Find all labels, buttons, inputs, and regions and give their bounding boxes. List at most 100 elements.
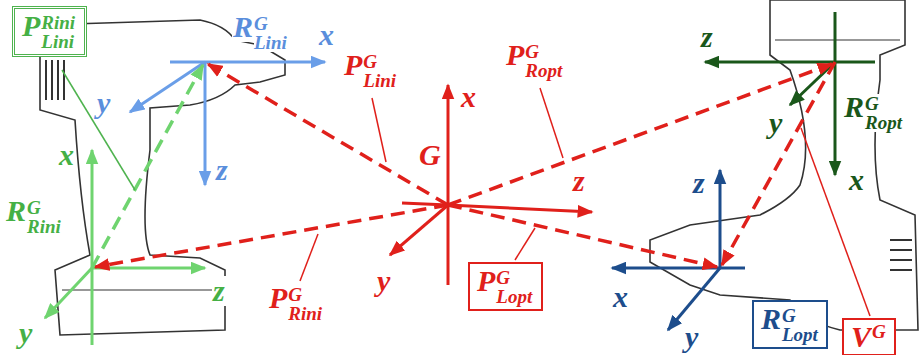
script-column: G (872, 322, 886, 341)
axis-line (91, 150, 94, 268)
axis-line (204, 62, 207, 185)
math-symbol: y (684, 322, 699, 352)
drill-vents (46, 60, 64, 100)
axis-line (170, 61, 205, 64)
axis-line (92, 267, 205, 270)
superscript: G (363, 52, 396, 71)
axis-line (705, 61, 835, 64)
math-symbol: P (476, 266, 496, 296)
subscript: Lopt (496, 287, 532, 306)
math-symbol: R (843, 92, 865, 122)
script-column: GRini (27, 198, 61, 236)
script-column: GRini (288, 285, 322, 323)
axis-line (668, 268, 720, 330)
position-vector (722, 62, 835, 265)
label-box: RGLopt (752, 300, 828, 349)
label-box: PRiniLini (12, 6, 87, 57)
frame-label: G (418, 140, 442, 170)
math-symbol: z (692, 168, 706, 198)
axis-line (720, 267, 745, 270)
axis-line (91, 268, 94, 345)
superscript: G (782, 306, 818, 325)
axis-line (835, 61, 875, 64)
frame-label: z (692, 168, 706, 198)
math-symbol: z (215, 155, 229, 185)
frame-label: x (460, 82, 477, 112)
math-symbol: P (268, 283, 288, 313)
formula: RGLopt (760, 304, 818, 344)
frame-label: y (376, 266, 391, 296)
frame-label: RGRini (5, 196, 61, 236)
axis-line (612, 267, 720, 270)
position-vector (208, 64, 448, 205)
formula: VG (850, 322, 886, 352)
frame-label: PGLini (343, 50, 396, 90)
subscript: Ropt (525, 61, 562, 80)
subscript: Rini (288, 304, 322, 323)
frame-label: y (18, 318, 33, 348)
math-symbol: z (212, 276, 226, 306)
frame-label: x (848, 165, 865, 195)
script-column: RiniLini (41, 13, 75, 51)
script-column: GLini (254, 14, 287, 52)
frame-label: RGLini (232, 12, 287, 52)
leader-line (300, 234, 318, 281)
axis-line (45, 268, 92, 318)
math-symbol: z (572, 166, 586, 196)
superscript: G (288, 285, 322, 304)
subscript: Ropt (865, 113, 902, 132)
position-vector (95, 205, 448, 267)
superscript: Rini (41, 13, 75, 32)
math-symbol: P (505, 40, 525, 70)
formula: PRiniLini (21, 11, 75, 51)
subscript: Lini (254, 33, 287, 52)
formula: PGLopt (476, 266, 532, 306)
battery-seam (775, 39, 900, 40)
axis-line (834, 62, 837, 175)
axis-line (447, 85, 450, 205)
position-vector (448, 64, 832, 205)
math-symbol: G (418, 140, 442, 170)
drill-vents (890, 240, 912, 270)
axis-line (205, 61, 325, 64)
math-symbol: x (848, 165, 865, 195)
script-column: GRopt (865, 94, 902, 132)
drill-outline (650, 0, 918, 330)
axis-line (719, 170, 722, 268)
math-symbol: y (376, 266, 391, 296)
math-symbol: z (700, 22, 714, 52)
math-symbol: P (21, 11, 41, 41)
frame-label: z (572, 166, 586, 196)
frame-label: y (96, 88, 111, 118)
math-symbol: P (343, 50, 363, 80)
leader-line (515, 228, 535, 260)
axis-line (447, 205, 450, 285)
superscript: G (525, 42, 562, 61)
position-vector (92, 65, 203, 268)
frame-label: PGRopt (505, 40, 562, 80)
subscript: Lini (41, 32, 75, 51)
superscript: G (27, 198, 61, 217)
math-symbol: R (5, 196, 27, 226)
frame-label: RGRopt (843, 92, 902, 132)
script-column: GLopt (496, 268, 532, 306)
drill-outline (40, 20, 285, 335)
script-column: GRopt (525, 42, 562, 80)
axis-line (130, 62, 205, 112)
frame-label: z (215, 155, 229, 185)
label-box: VG (842, 318, 896, 355)
superscript: G (496, 268, 532, 287)
leader-line (540, 88, 563, 158)
superscript: G (254, 14, 287, 33)
math-symbol: y (768, 108, 783, 138)
frame-label: z (212, 276, 226, 306)
math-symbol: y (96, 88, 111, 118)
subscript: Rini (27, 217, 61, 236)
frame-label: y (768, 108, 783, 138)
math-symbol: y (18, 318, 33, 348)
battery-seam (62, 289, 222, 290)
math-symbol: R (232, 12, 254, 42)
frame-label: x (318, 20, 335, 50)
leader-line (801, 128, 870, 316)
leader-line (372, 98, 386, 162)
